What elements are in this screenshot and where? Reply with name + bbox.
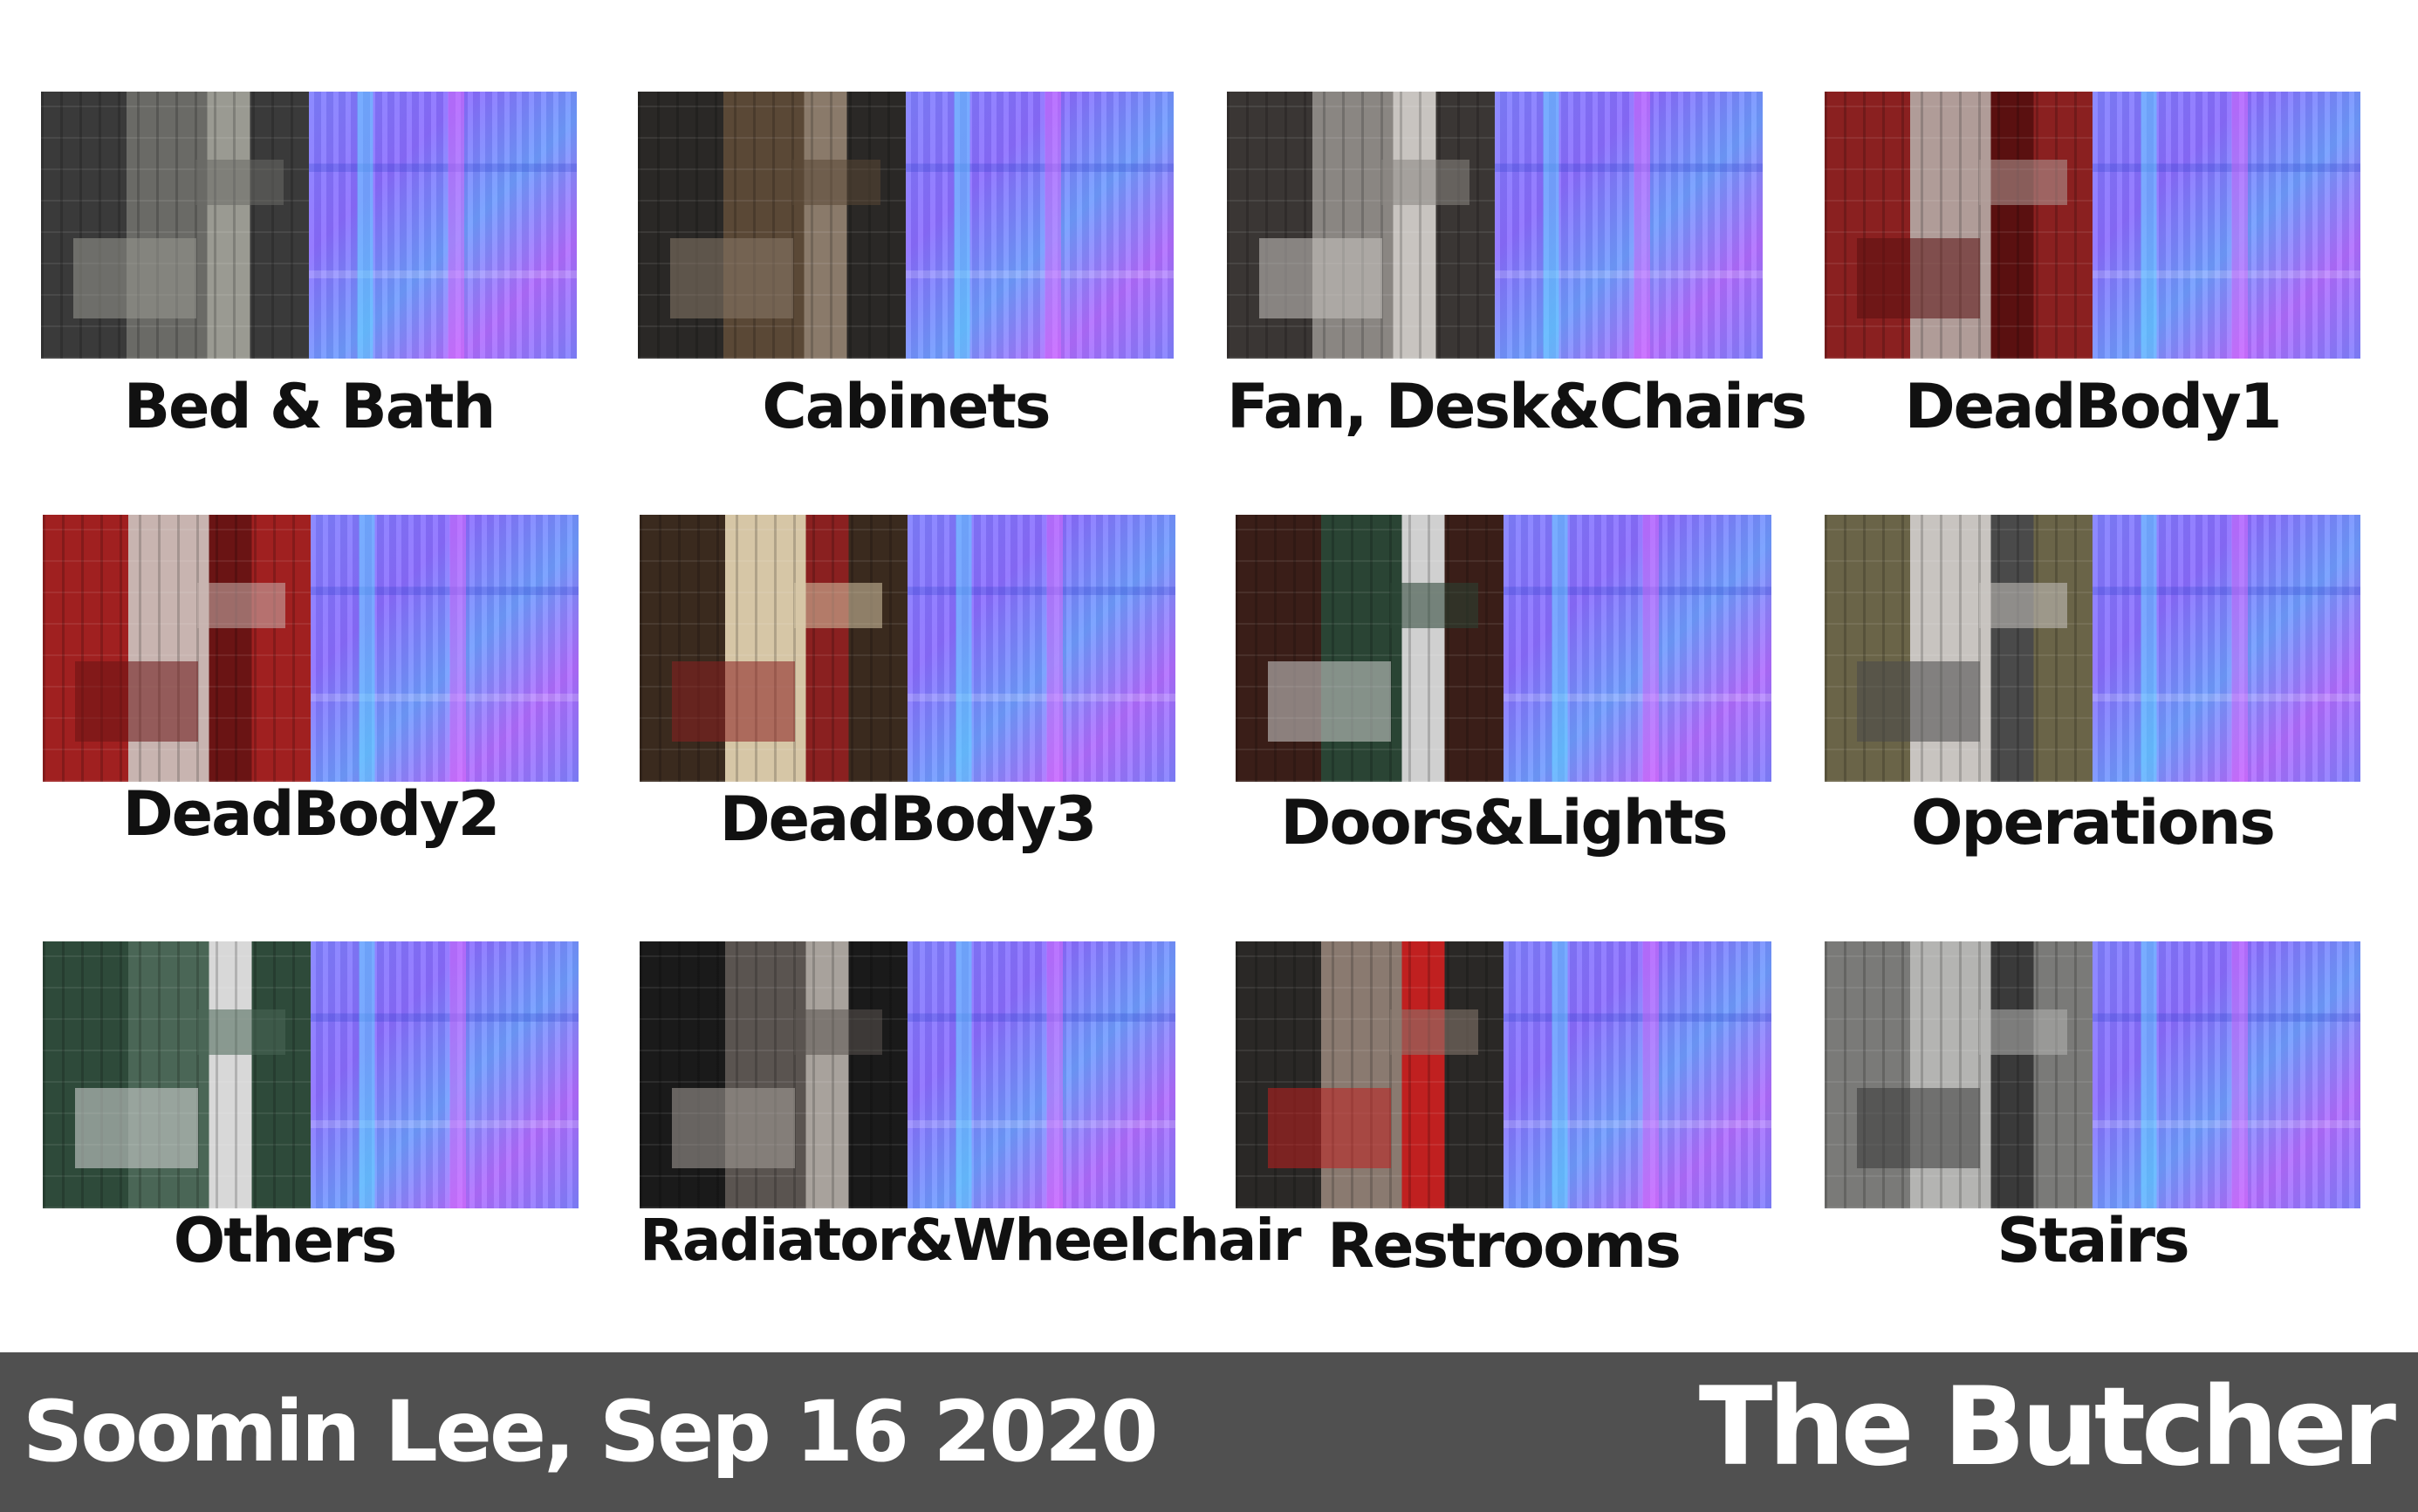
diffuse-detail [671, 661, 796, 742]
diffuse-map [1227, 92, 1495, 359]
texture-pair [43, 941, 579, 1208]
diffuse-map [43, 941, 311, 1208]
texture-pair [1236, 941, 1771, 1208]
normal-map [2093, 92, 2360, 359]
normal-map [1504, 515, 1771, 782]
tile-label: DeadBody3 [719, 783, 1098, 855]
diffuse-map [1236, 941, 1504, 1208]
diffuse-map [640, 515, 908, 782]
diffuse-detail [1267, 661, 1392, 742]
diffuse-detail [1856, 1088, 1981, 1169]
normal-map [309, 92, 577, 359]
normal-map [906, 92, 1174, 359]
normal-map [311, 941, 579, 1208]
tile-label: Fan, Desk&Chairs [1227, 371, 1807, 442]
diffuse-map [640, 941, 908, 1208]
diffuse-map [1825, 515, 2093, 782]
diffuse-map [43, 515, 311, 782]
diffuse-detail [72, 238, 197, 319]
diffuse-detail [1856, 661, 1981, 742]
texture-pair [1825, 941, 2360, 1208]
diffuse-detail [1856, 238, 1981, 319]
normal-map [311, 515, 579, 782]
normal-map [1504, 941, 1771, 1208]
texture-pair [638, 92, 1174, 359]
footer-bar: Soomin Lee, Sep 16 2020 The Butcher [0, 1352, 2418, 1512]
normal-map [1495, 92, 1763, 359]
diffuse-map [1236, 515, 1504, 782]
author-date: Soomin Lee, Sep 16 2020 [23, 1383, 1159, 1481]
normal-map [908, 515, 1175, 782]
texture-pair [41, 92, 577, 359]
diffuse-map [638, 92, 906, 359]
tile-label: Stairs [1997, 1205, 2189, 1276]
diffuse-detail [74, 1088, 199, 1169]
diffuse-map [1825, 92, 2093, 359]
tile-label: Others [173, 1205, 397, 1276]
tile-label: Restrooms [1327, 1210, 1682, 1282]
texture-pair [1236, 515, 1771, 782]
tile-label: Doors&Lights [1280, 787, 1728, 859]
normal-map [2093, 941, 2360, 1208]
texture-pair [1825, 92, 2360, 359]
diffuse-map [41, 92, 309, 359]
normal-map [2093, 515, 2360, 782]
tile-label: Radiator&Wheelchair [640, 1207, 1302, 1274]
texture-pair [43, 515, 579, 782]
texture-pair [1825, 515, 2360, 782]
texture-pair [640, 515, 1175, 782]
diffuse-detail [74, 661, 199, 742]
tile-label: Operations [1911, 787, 2276, 859]
tile-label: DeadBody1 [1904, 371, 2283, 442]
tile-label: Bed & Bath [123, 371, 497, 442]
diffuse-map [1825, 941, 2093, 1208]
tile-label: DeadBody2 [122, 778, 501, 850]
texture-pair [1227, 92, 1763, 359]
tile-label: Cabinets [762, 371, 1051, 442]
diffuse-detail [1258, 238, 1383, 319]
diffuse-detail [1267, 1088, 1392, 1169]
project-title: The Butcher [1698, 1365, 2396, 1490]
normal-map [908, 941, 1175, 1208]
diffuse-detail [671, 1088, 796, 1169]
diffuse-detail [669, 238, 794, 319]
texture-pair [640, 941, 1175, 1208]
